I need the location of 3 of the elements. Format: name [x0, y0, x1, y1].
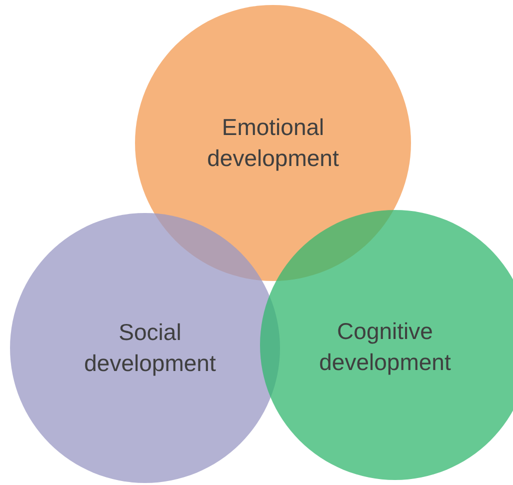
- circle-label: Emotional development: [206, 113, 340, 173]
- circle-label: Cognitive development: [318, 317, 452, 377]
- circle-label: Social development: [83, 318, 217, 378]
